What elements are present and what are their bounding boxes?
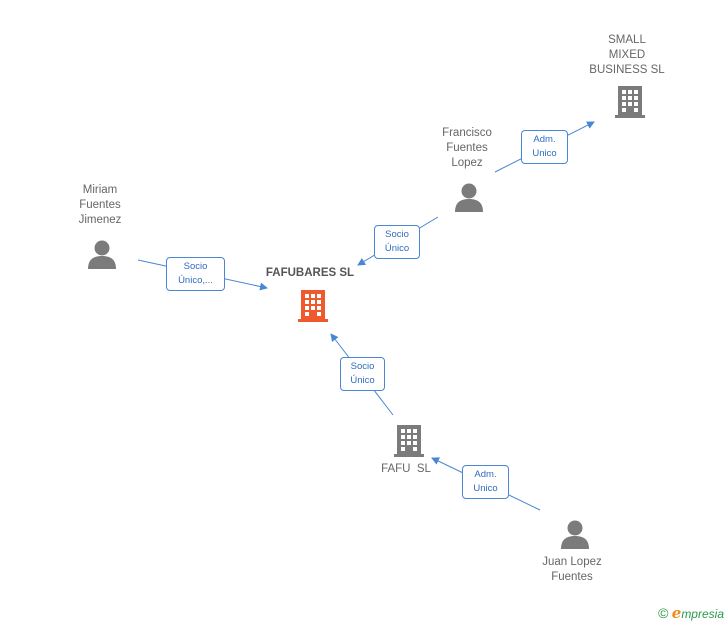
edge-label-socio-unico-multi[interactable]: Socio Único,... [166,257,225,291]
building-icon[interactable] [393,423,425,457]
edge-label-adm-unico[interactable]: Adm. Unico [521,130,568,164]
edge-label-socio-unico[interactable]: Socio Único [374,225,420,259]
person-icon[interactable] [87,239,117,269]
node-label-fafu: FAFU SL [381,463,431,475]
edge-label-adm-unico[interactable]: Adm. Unico [462,465,509,499]
empresia-logo-text: mpresia [681,607,724,621]
copyright-brand: © empresia [658,604,724,622]
node-label-fafubares: FAFUBARES SL [265,267,355,279]
empresia-logo-initial: e [671,604,682,622]
edge-label-socio-unico[interactable]: Socio Único [340,357,385,391]
person-icon[interactable] [454,182,484,212]
building-icon[interactable] [614,84,646,118]
copyright-icon: © [658,605,669,621]
building-icon-highlighted[interactable] [297,288,329,322]
person-icon[interactable] [560,519,590,549]
node-label-small-mixed-business: SMALL MIXED BUSINESS SL [589,34,665,76]
node-label-juan-lopez-fuentes: Juan Lopez Fuentes [542,556,602,583]
node-label-francisco-fuentes-lopez: Francisco Fuentes Lopez [442,127,492,169]
node-label-miriam-fuentes-jimenez: Miriam Fuentes Jimenez [78,184,122,226]
